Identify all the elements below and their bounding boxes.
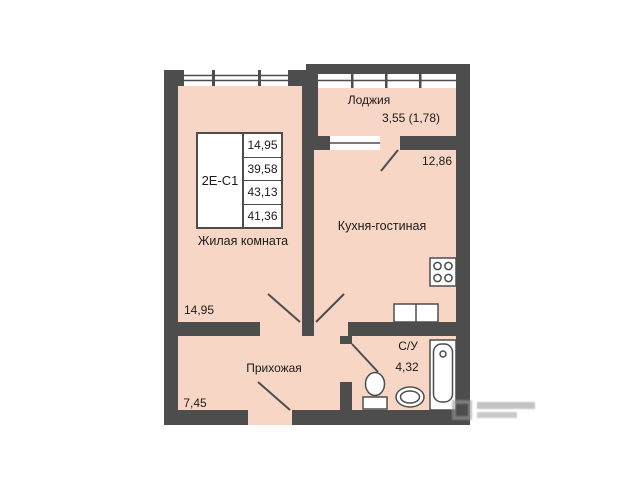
bath-door-leaf (351, 343, 379, 373)
toilet-icon (362, 371, 388, 410)
area-table-value: 43,13 (244, 180, 281, 204)
area-table-value: 39,58 (244, 156, 281, 181)
area-table-values: 14,95 39,58 43,13 41,36 (244, 134, 281, 227)
area-table: 2Е-С1 14,95 39,58 43,13 41,36 (196, 132, 283, 229)
room-label-hall: Прихожая (246, 361, 302, 375)
room-area-bath: 4,32 (395, 360, 419, 374)
area-table-value: 41,36 (244, 203, 281, 228)
living-door-leaf (267, 293, 301, 323)
entry-door-leaf (257, 381, 291, 411)
kitchen-door-leaf (315, 293, 345, 323)
bathtub-icon (429, 339, 457, 411)
area-table-value: 14,95 (247, 138, 278, 153)
watermark (452, 396, 550, 424)
room-area-kitchen-living: 12,86 (421, 154, 453, 168)
room-area-living: 14,95 (183, 303, 215, 317)
sink-icon (395, 386, 425, 408)
kitchen-unit-icon (393, 303, 439, 323)
door-leaves (257, 149, 399, 411)
room-label-kitchen-living: Кухня-гостиная (337, 219, 427, 233)
room-label-living: Жилая комната (197, 234, 289, 248)
loggia-door-leaf (380, 149, 399, 172)
room-area-loggia: 3,55 (1,78) (381, 111, 441, 125)
unit-code: 2Е-С1 (198, 134, 244, 227)
door-openings (248, 410, 292, 425)
room-label-bath: С/У (398, 339, 418, 353)
room-area-hall: 7,45 (183, 396, 207, 410)
watermark-logo-icon (452, 400, 472, 420)
windows (184, 70, 456, 150)
room-label-loggia: Лоджия (347, 93, 391, 107)
fixtures (362, 257, 457, 411)
watermark-text-blur (477, 402, 535, 418)
stove-icon (429, 257, 457, 287)
